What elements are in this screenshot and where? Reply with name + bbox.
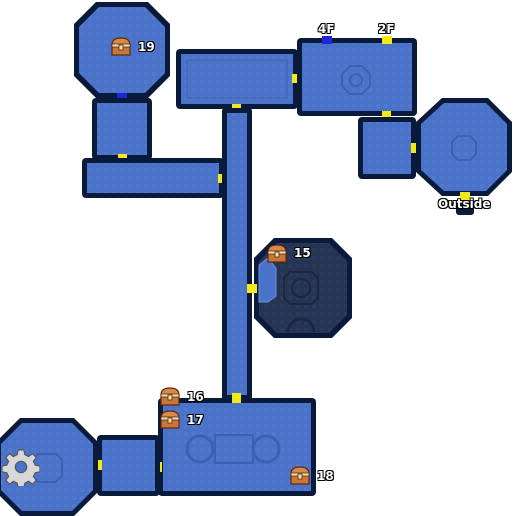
treasure-chest-icon xyxy=(267,244,287,263)
room-dark-octagon xyxy=(254,238,352,338)
chest-17-marker[interactable]: 17 xyxy=(159,408,204,434)
room-small-right xyxy=(358,117,416,179)
room-small-bottom xyxy=(97,435,160,496)
door-yellow xyxy=(382,111,391,120)
chest-16-marker[interactable]: 16 xyxy=(159,385,204,411)
chest-18-marker[interactable]: 18 xyxy=(289,464,334,490)
stairs-2f-label[interactable]: 2F xyxy=(378,22,395,36)
treasure-chest-icon xyxy=(111,37,131,56)
treasure-chest-icon xyxy=(290,466,310,485)
chest-number: 17 xyxy=(187,413,204,427)
exit-outside-marker xyxy=(460,192,470,201)
exit-outside-stub xyxy=(456,201,474,215)
treasure-chest-icon xyxy=(160,410,180,429)
corridor-left-horizontal xyxy=(82,158,224,198)
stairs-4f-marker xyxy=(322,36,332,44)
stairs-4f-label[interactable]: 4F xyxy=(318,22,335,36)
chest-number: 19 xyxy=(138,40,155,54)
chest-number: 16 xyxy=(187,390,204,404)
chest-number: 18 xyxy=(317,469,334,483)
treasure-chest-icon xyxy=(160,387,180,406)
door-yellow xyxy=(247,284,257,293)
door-yellow xyxy=(232,393,241,403)
chest-19-marker[interactable]: 19 xyxy=(110,35,155,61)
gear-icon[interactable] xyxy=(2,448,40,486)
room-top-right xyxy=(297,38,417,116)
corridor-vertical xyxy=(222,108,252,400)
room-right-octagon xyxy=(416,98,512,196)
chest-number: 15 xyxy=(294,246,311,260)
exit-outside-label[interactable]: Outside xyxy=(438,197,491,211)
room-top-middle xyxy=(176,49,298,109)
room-small-left xyxy=(92,98,152,160)
room-bottom-large xyxy=(158,398,316,496)
chest-15-marker[interactable]: 15 xyxy=(266,242,311,268)
stairs-2f-marker xyxy=(382,36,392,44)
room-bottom-left-octagon xyxy=(0,418,98,516)
